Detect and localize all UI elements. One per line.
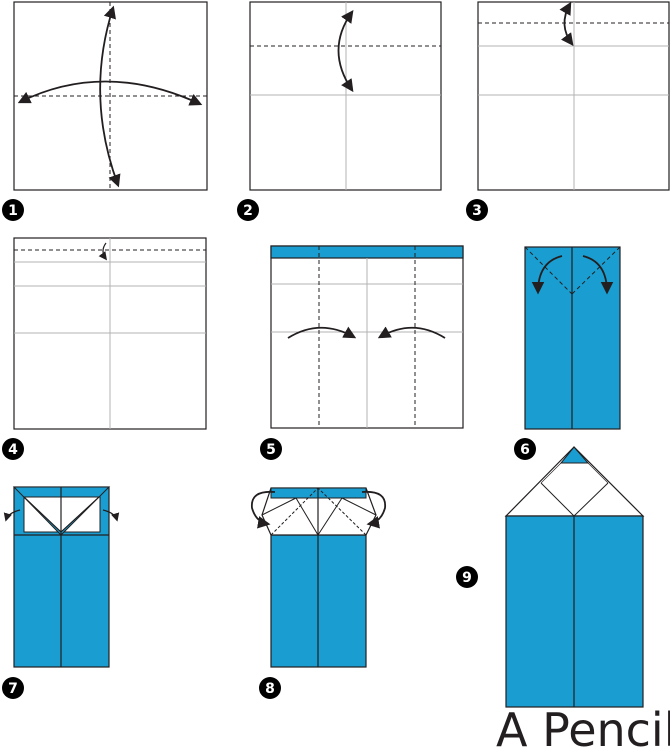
step-badge-4: 4 [2,438,24,460]
step-number: 3 [472,203,482,219]
fold-arrow [98,242,108,261]
step-badge-1: 1 [2,199,24,221]
step-badge-2: 2 [237,199,259,221]
step-number: 2 [243,203,253,219]
step-7-diagram [3,486,120,668]
step-3-diagram [477,1,670,191]
fold-arrow [337,9,354,93]
step-number: 6 [520,442,530,458]
step-number: 7 [8,681,18,697]
step-2-diagram [249,1,442,191]
step-badge-3: 3 [466,199,488,221]
fold-arrow-left-corner [531,255,563,295]
fold-arrow-left-edge [287,326,357,339]
fold-arrow-left [251,490,276,529]
step-8-diagram [251,487,386,668]
diagram-title: A Pencil [496,703,670,750]
step-badge-8: 8 [259,677,281,699]
step-badge-9: 9 [456,566,478,588]
fold-arrow-horizontal [17,80,203,106]
fold-arrow-right [102,509,120,522]
fold-arrow-right-corner [582,255,614,295]
step-badge-7: 7 [2,677,24,699]
fold-arrow [559,1,574,47]
fold-arrow-left [3,509,21,522]
step-number: 5 [266,442,276,458]
fold-arrow-right-edge [377,326,446,339]
step-6-diagram [524,246,621,430]
step-1-diagram [13,1,208,191]
step-number: 4 [8,442,18,458]
step-4-diagram [13,237,207,430]
step-badge-6: 6 [514,438,536,460]
step-number: 1 [8,203,18,219]
step-5-diagram [270,245,464,429]
fold-arrow-right [361,490,386,529]
step-number: 9 [462,570,472,586]
step-number: 8 [265,681,275,697]
step-9-pencil [504,446,645,708]
step-badge-5: 5 [260,438,282,460]
